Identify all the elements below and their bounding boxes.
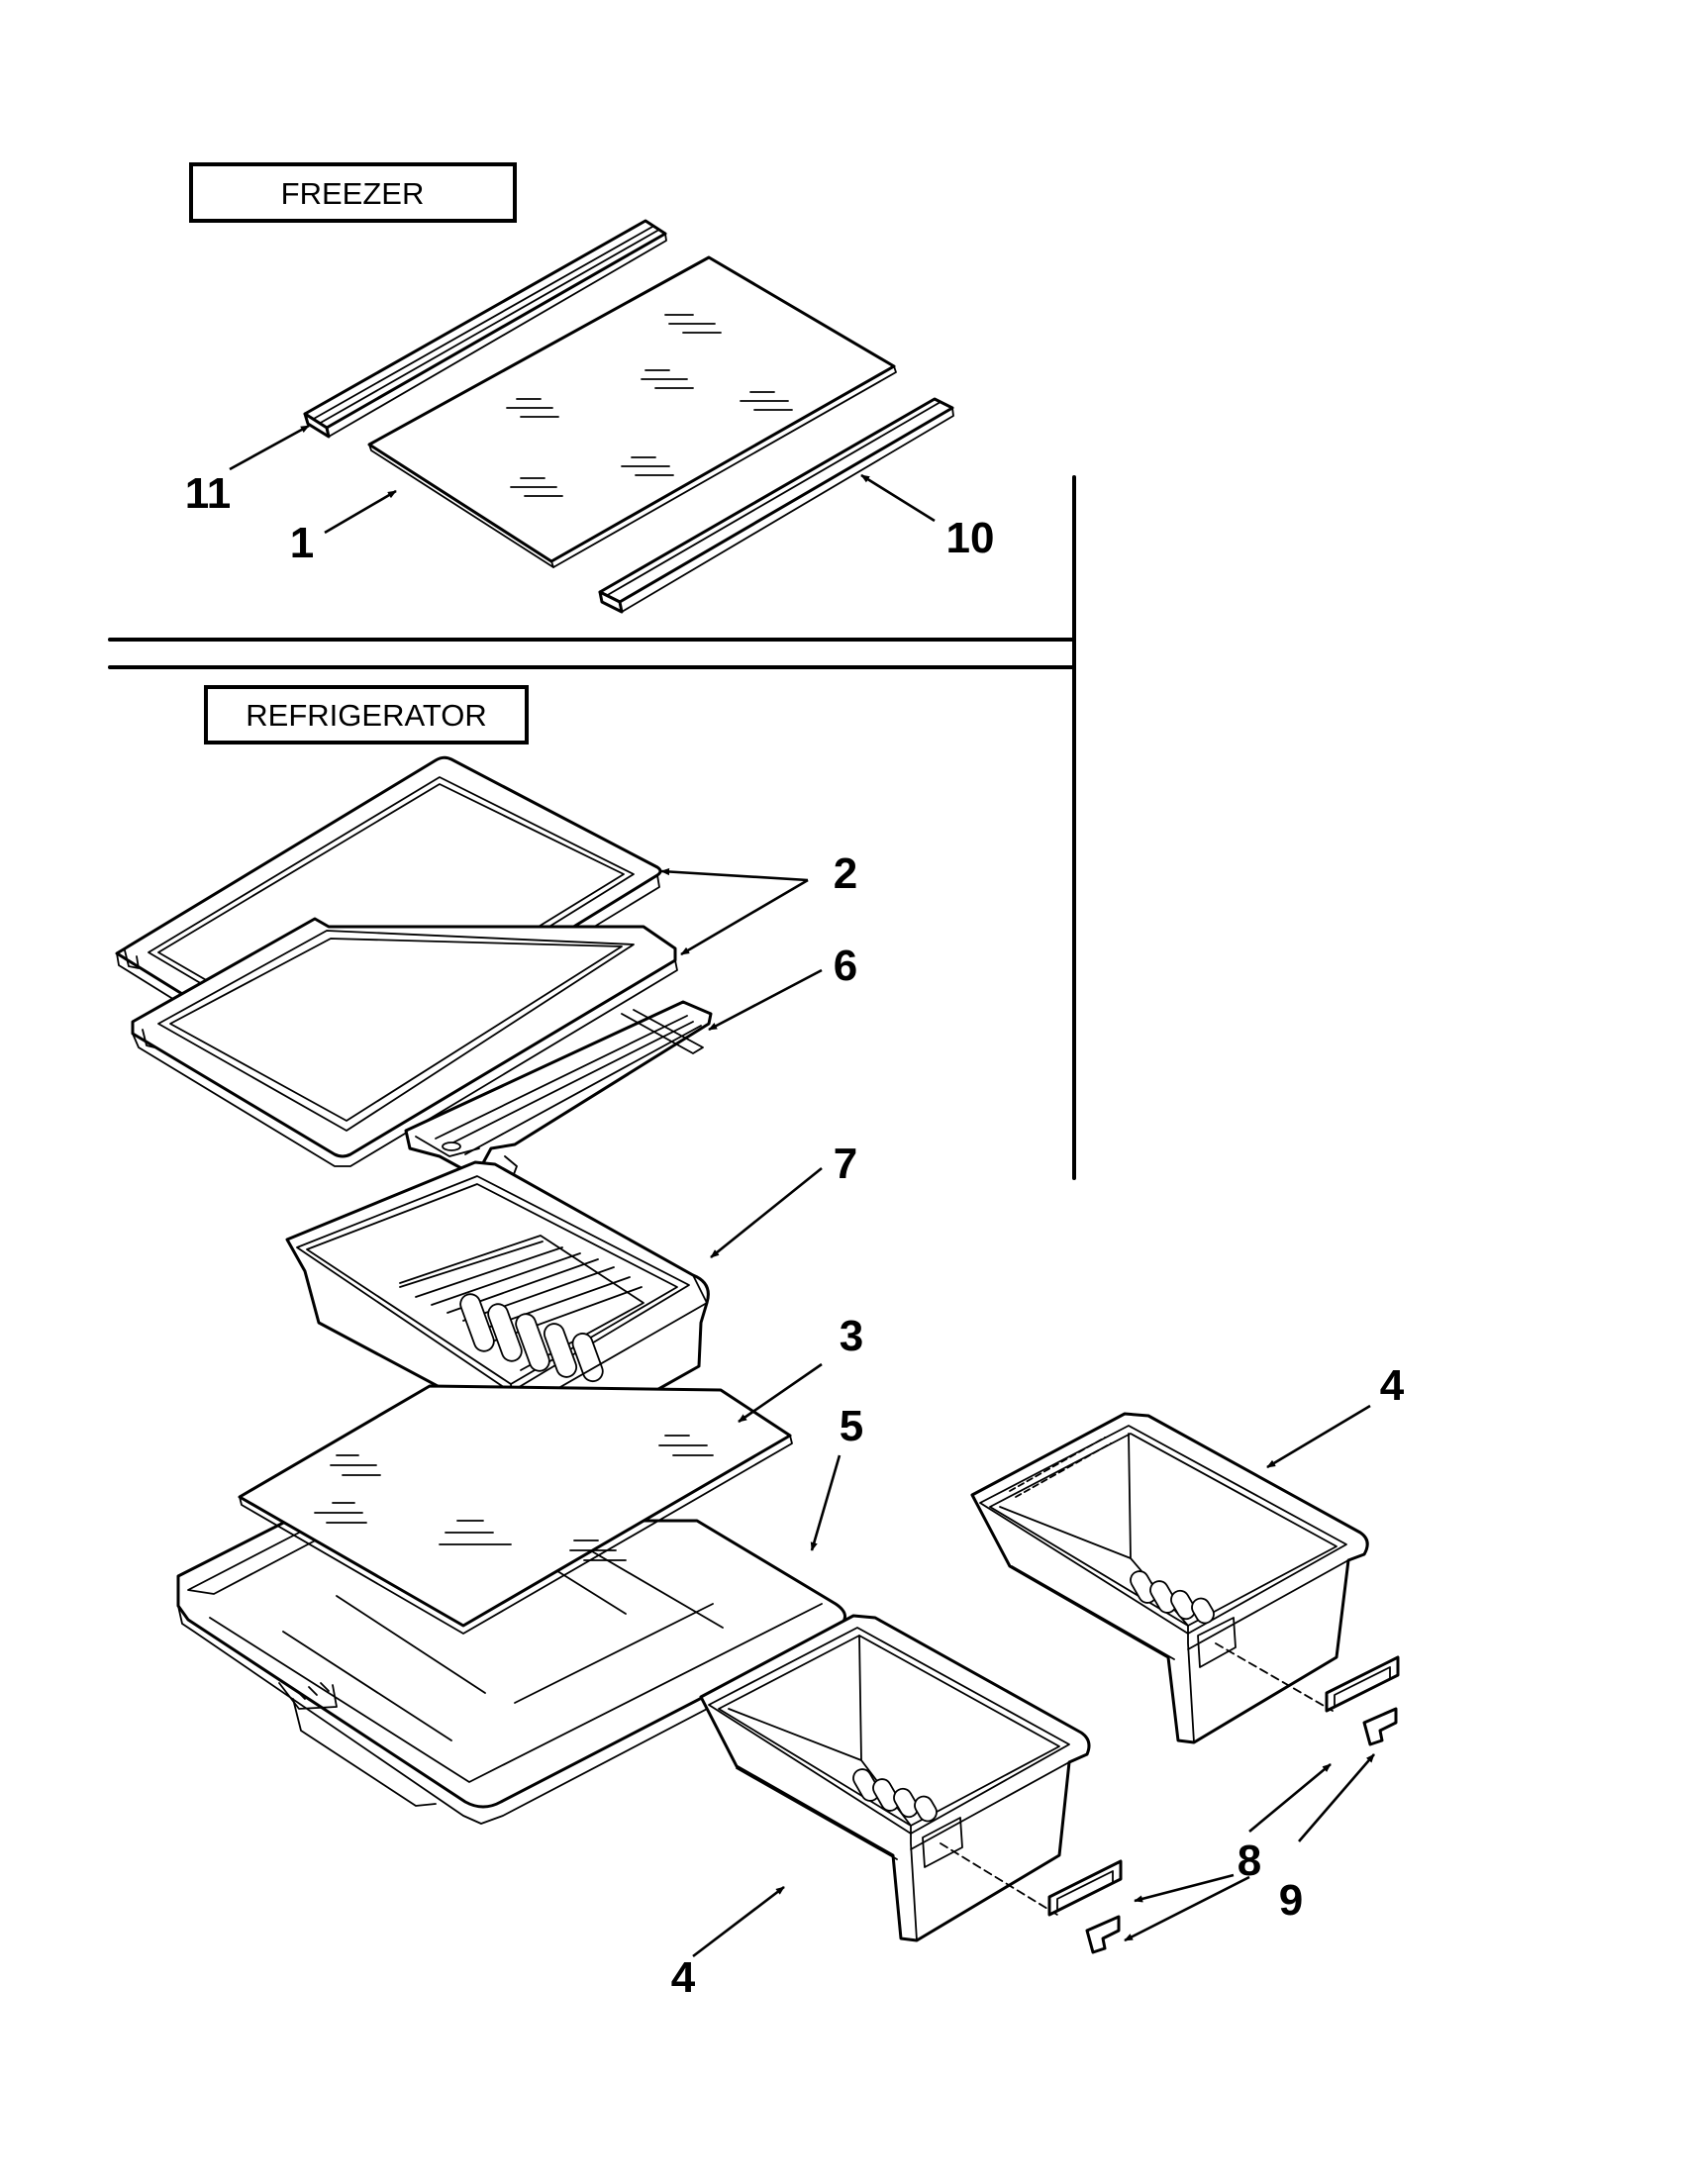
callout-10: 10 [946, 514, 995, 562]
callout-4-front: 4 [671, 1953, 696, 2002]
drawer-ribs [1130, 1570, 1215, 1625]
callout-7: 7 [834, 1140, 857, 1188]
glass-reflection-marks [506, 314, 793, 497]
freezer-section-label: FREEZER [189, 162, 517, 223]
callout-11: 11 [185, 469, 232, 518]
glass-reflection-marks [314, 1435, 714, 1561]
part-2-crisper-cover-lower [131, 917, 678, 1167]
refrigerator-section-label: REFRIGERATOR [204, 685, 529, 745]
section-dividers [108, 475, 1076, 1180]
part-6-crisper-cover-support [404, 1000, 713, 1187]
callout-leaders [229, 424, 1375, 1958]
svg-text:REFRIGERATOR: REFRIGERATOR [246, 698, 486, 733]
callout-3: 3 [840, 1312, 863, 1360]
callout-1: 1 [290, 519, 314, 567]
part-11-shelf-rail-rear [303, 219, 667, 439]
callout-9: 9 [1279, 1876, 1303, 1925]
callout-8: 8 [1238, 1837, 1261, 1885]
svg-text:FREEZER: FREEZER [281, 176, 425, 211]
part-3-glass-shelf [238, 1384, 793, 1635]
part-9-drawer-clip-left [1085, 1915, 1121, 1954]
part-4-crisper-drawer-front [699, 1614, 1091, 1942]
callout-4-rear: 4 [1380, 1361, 1405, 1410]
callout-6: 6 [834, 942, 857, 990]
part-8-drawer-label-left [940, 1842, 1123, 1917]
part-10-shelf-rail-front [598, 397, 954, 614]
drawer-ribs [852, 1768, 938, 1823]
part-1-glass-shelf [367, 255, 897, 568]
callout-5: 5 [840, 1402, 863, 1450]
drawer-ribs [399, 1241, 643, 1383]
part-4-crisper-drawer-rear [970, 1412, 1369, 1744]
part-8-drawer-label-right [1215, 1642, 1400, 1713]
callout-2: 2 [834, 849, 857, 898]
part-9-drawer-clip-right [1362, 1707, 1398, 1746]
